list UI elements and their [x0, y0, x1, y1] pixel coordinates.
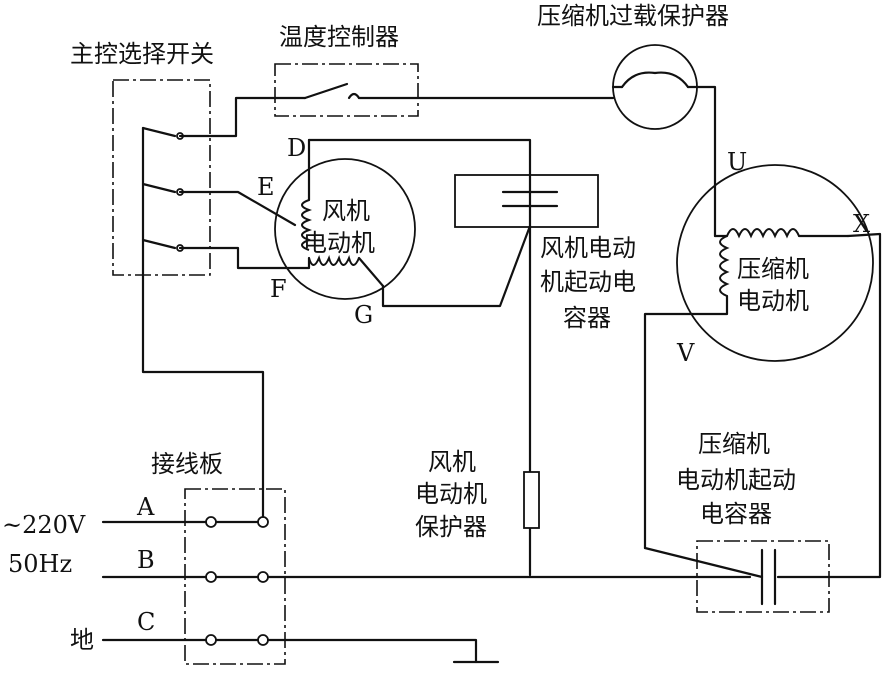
terminal-B-out: [257, 571, 269, 583]
label-comp-cap-1: 压缩机: [698, 430, 770, 458]
thermostat-frame: [274, 63, 419, 117]
label-fan-motor-1: 风机: [322, 197, 370, 225]
ground-wire: [266, 638, 478, 664]
compressor-lead-V: [643, 294, 729, 550]
compressor-coil-main: [719, 235, 730, 297]
terminal-label-C: C: [137, 608, 155, 636]
label-overload: 压缩机过载保护器: [537, 2, 729, 30]
label-comp-cap-2: 电动机起动: [676, 466, 796, 494]
label-thermostat: 温度控制器: [279, 23, 399, 51]
compressor-motor: [643, 164, 874, 550]
wire-switch-to-thermostat: [178, 96, 307, 138]
overload-protector: [611, 44, 699, 130]
switch-contact-1: [141, 126, 177, 138]
terminal-label-F: F: [270, 275, 287, 303]
terminal-A-in: [205, 516, 217, 528]
switch-contact-2: [141, 182, 177, 194]
terminal-label-G: G: [354, 301, 373, 329]
label-fan-prot-1: 风机: [428, 448, 476, 476]
terminal-label-E: E: [257, 173, 275, 201]
terminal-label-V: V: [676, 339, 695, 367]
comp-capacitor-frame: [696, 540, 830, 613]
fan-protector-body: [523, 471, 540, 529]
main-switch-frame: [112, 79, 211, 276]
wire-G-to-fan-capacitor: [381, 224, 532, 308]
label-ground: 地: [70, 626, 94, 654]
compressor-motor-circle: [676, 164, 874, 362]
overload-circle: [612, 44, 698, 130]
terminal-B-in: [205, 571, 217, 583]
label-fan-cap-3: 容器: [563, 304, 611, 332]
label-comp-motor-1: 压缩机: [737, 255, 809, 283]
wire-V-to-capacitor: [643, 546, 764, 579]
label-fan-motor-2: 电动机: [303, 229, 375, 257]
wire-D-to-neutral-bus: [307, 138, 532, 577]
label-fan-prot-2: 电动机: [415, 480, 487, 508]
wire-overload-to-U: [695, 85, 717, 238]
label-frequency: 50Hz: [8, 550, 72, 578]
label-comp-cap-3: 电容器: [700, 500, 772, 528]
wire-switch-to-E: [178, 190, 297, 227]
overload-element: [620, 71, 690, 89]
label-fan-cap-1: 风机电动: [540, 234, 636, 262]
switch-contact-3: [141, 238, 177, 250]
thermostat-contact: [347, 92, 361, 100]
fan-motor-protector: [523, 471, 540, 529]
fan-motor: [274, 138, 416, 300]
terminal-C-out: [257, 634, 269, 646]
fan-start-capacitor: [454, 174, 599, 228]
wire-switch-to-F: [178, 246, 311, 270]
terminal-label-D: D: [287, 134, 306, 162]
terminal-label-X: X: [853, 210, 870, 238]
fan-capacitor-frame: [454, 174, 599, 228]
switch-common-wire: [141, 126, 265, 522]
fan-motor-circle: [274, 158, 416, 300]
terminal-A-out: [257, 516, 269, 528]
wire-X-to-capacitor: [776, 232, 882, 579]
thermostat: [274, 63, 419, 117]
label-fan-cap-2: 机起动电: [540, 268, 636, 296]
terminal-label-B: B: [137, 546, 155, 574]
fan-motor-lead-G: [357, 256, 385, 288]
terminal-label-A: A: [136, 493, 155, 521]
terminal-label-U: U: [727, 148, 747, 176]
terminal-C-in: [205, 634, 217, 646]
label-fan-prot-3: 保护器: [415, 513, 487, 541]
label-main-switch: 主控选择开关: [70, 40, 214, 68]
label-voltage: ~220V: [2, 511, 86, 539]
fan-motor-coil-main: [301, 199, 312, 251]
thermostat-blade: [303, 82, 349, 100]
label-terminal-board: 接线板: [151, 450, 223, 478]
label-comp-motor-2: 电动机: [737, 287, 809, 315]
compressor-coil-aux: [726, 228, 800, 239]
fan-motor-coil-aux: [308, 255, 360, 266]
